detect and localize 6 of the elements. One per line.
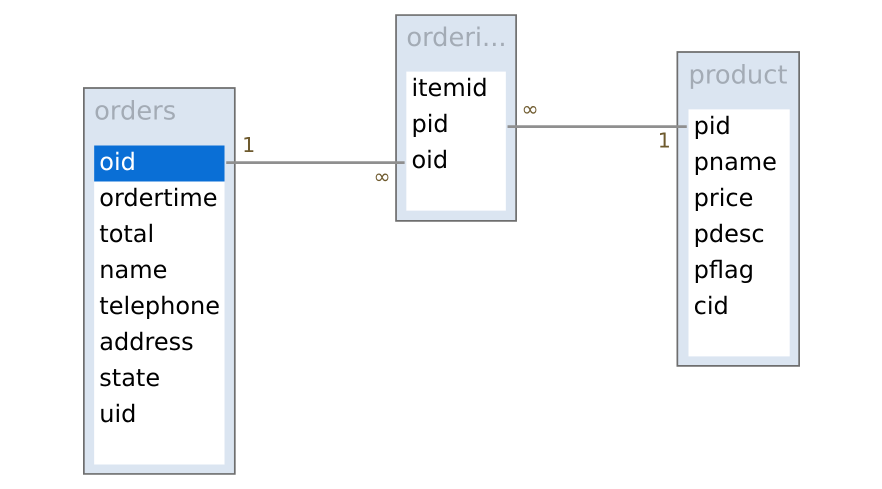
label: ∞ <box>520 97 538 122</box>
connector <box>226 161 404 164</box>
label: ∞ <box>373 164 390 189</box>
connector <box>507 125 686 128</box>
label: 1 <box>242 133 255 158</box>
label: 1 <box>657 128 670 153</box>
